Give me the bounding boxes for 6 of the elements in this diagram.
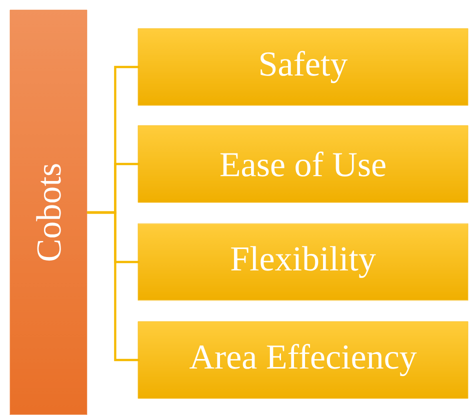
category-bar: Cobots: [10, 10, 88, 415]
feature-box: Area Effeciency: [138, 321, 468, 399]
feature-box: Flexibility: [138, 223, 468, 301]
feature-box: Safety: [138, 28, 468, 106]
feature-box: Ease of Use: [138, 125, 468, 203]
connector-line: [87, 211, 140, 362]
